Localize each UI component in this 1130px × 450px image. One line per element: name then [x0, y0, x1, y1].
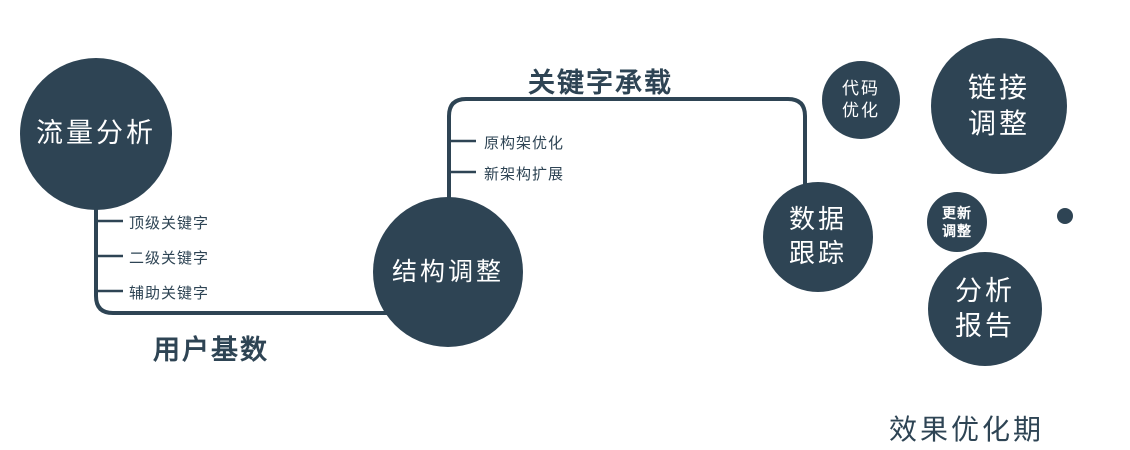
edge-traffic-to-structure: [94, 140, 398, 315]
edge-label-keyword-carry: 关键字承载: [528, 68, 673, 98]
edge-structure-to-tracking: [447, 97, 807, 212]
traffic-analysis-node: 流量分析: [20, 58, 172, 210]
code-optimize-label-line2: 优化: [842, 101, 880, 120]
bullet-dot: [1057, 208, 1073, 224]
edge-label-user-base: 用户基数: [153, 335, 269, 365]
traffic-analysis-label: 流量分析: [36, 118, 156, 149]
structure-adjust-label: 结构调整: [391, 257, 504, 286]
footer-phase-label: 效果优化期: [889, 414, 1045, 445]
link-adjust-label-line1: 链接: [967, 71, 1030, 103]
analysis-report-label-line2: 报告: [955, 311, 1015, 341]
link-adjust-node: 链接 调整: [931, 38, 1067, 174]
analysis-report-node: 分析 报告: [928, 252, 1042, 366]
structure-adjust-node: 结构调整: [373, 197, 523, 347]
tick-label-aux-keywords: 辅助关键字: [129, 285, 210, 302]
analysis-report-label-line1: 分析: [955, 275, 1015, 306]
data-tracking-label-line1: 数据: [788, 204, 847, 235]
tick-label-second-keywords: 二级关键字: [129, 250, 210, 267]
code-optimize-label-line1: 代码: [842, 78, 880, 98]
data-tracking-label-line2: 跟踪: [788, 238, 847, 268]
link-adjust-label-line2: 调整: [967, 108, 1030, 139]
update-adjust-label-line2: 调整: [942, 223, 972, 239]
update-adjust-label-line1: 更新: [942, 204, 972, 221]
update-adjust-node: 更新 调整: [927, 192, 987, 252]
code-optimize-node: 代码 优化: [822, 61, 900, 139]
tick-label-orig-arch: 原构架优化: [484, 135, 565, 152]
data-tracking-node: 数据 跟踪: [763, 182, 873, 292]
tick-label-new-arch: 新架构扩展: [484, 166, 565, 183]
tick-label-top-keywords: 顶级关键字: [129, 215, 210, 232]
